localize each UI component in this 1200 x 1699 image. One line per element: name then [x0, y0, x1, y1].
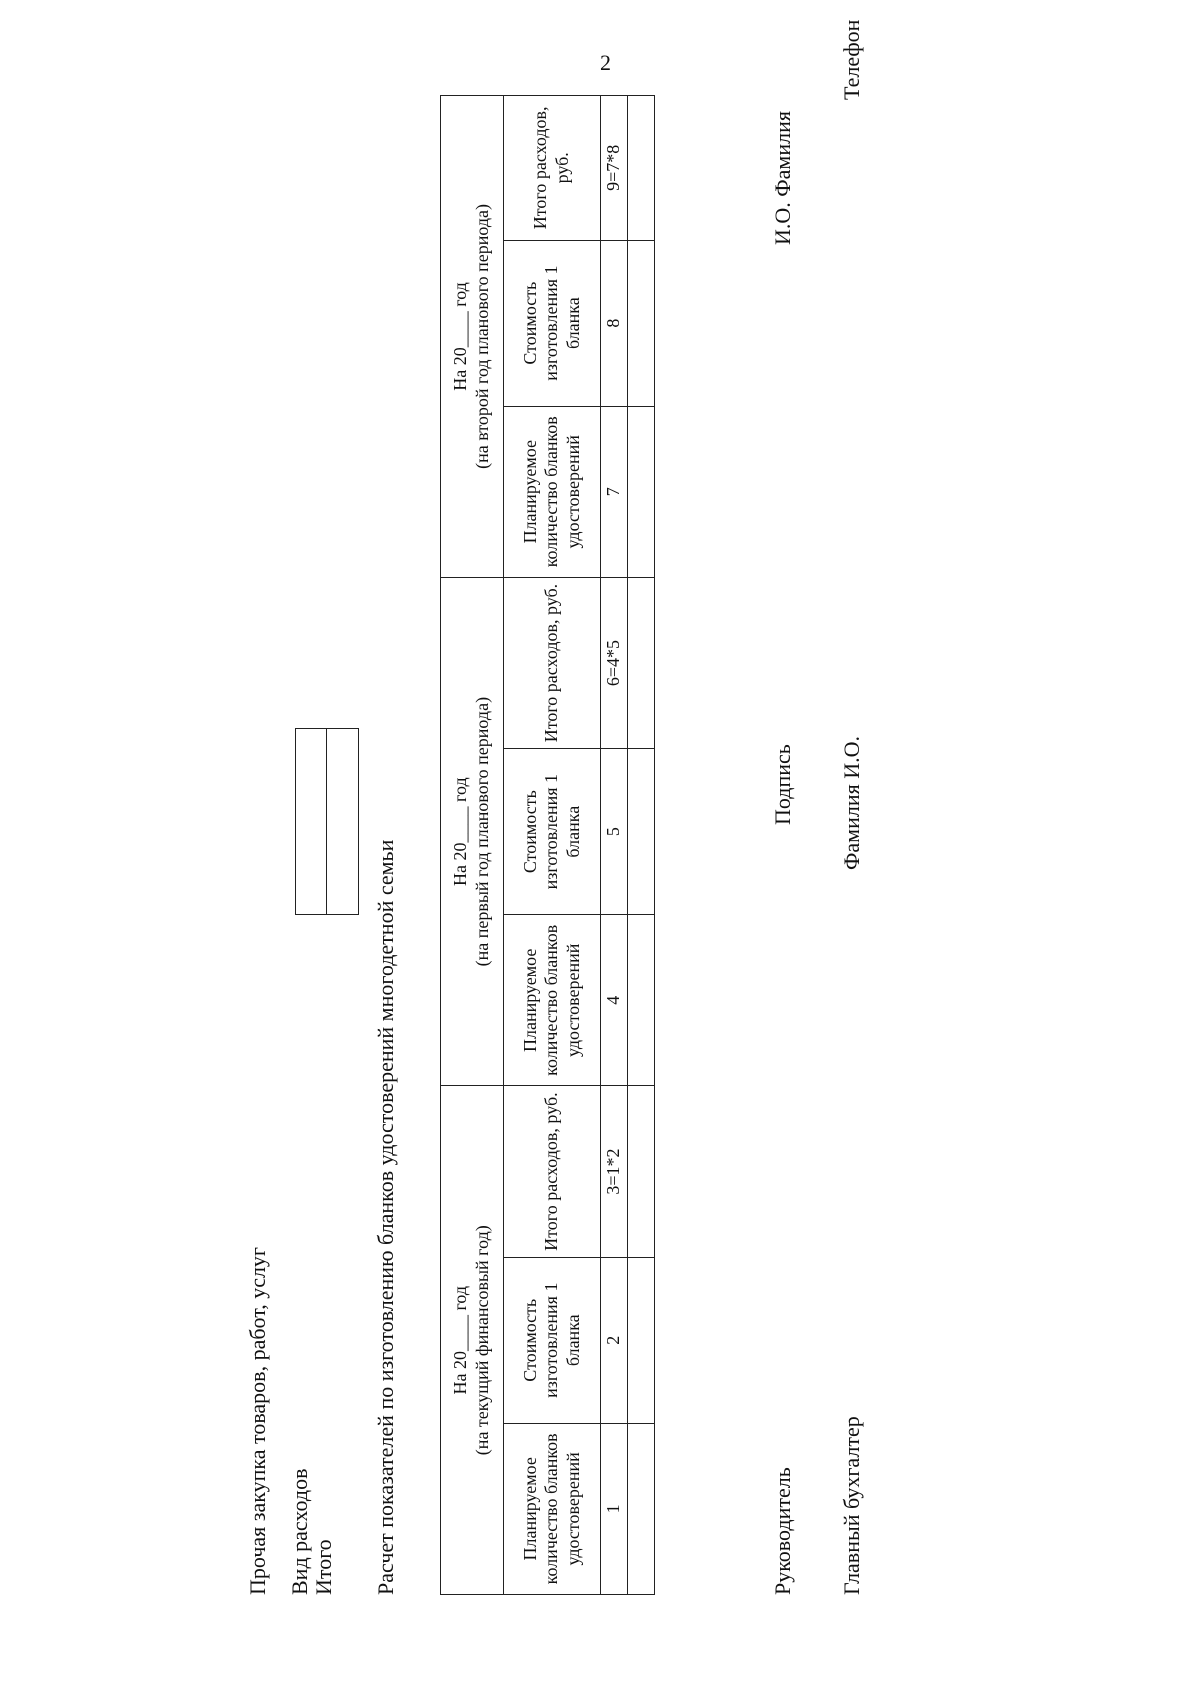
empty-cell: [627, 1085, 655, 1258]
column-number: 1: [600, 1423, 628, 1595]
col-header-total: Итого расходов, руб.: [503, 1085, 601, 1258]
signature-label: Подпись: [770, 744, 795, 825]
col-header-quantity: Планируемое количество бланков удостовер…: [503, 1423, 601, 1595]
phone-label: Телефон: [839, 19, 864, 100]
column-number: 7: [600, 406, 628, 578]
empty-cell: [627, 748, 655, 915]
empty-cell: [627, 240, 655, 407]
empty-cell: [627, 1257, 655, 1424]
column-number-row: 1 2 3=1*2 4 5 6=4*5 7 8 9=7*8: [600, 95, 628, 1595]
col-header-quantity: Планируемое количество бланков удостовер…: [503, 914, 601, 1086]
calculation-table: На 20____ год (на текущий финансовый год…: [440, 95, 655, 1595]
chief-accountant-name: Фамилия И.О.: [839, 736, 864, 870]
empty-cell: [627, 914, 655, 1086]
expense-type-label: Вид расходов: [287, 1468, 312, 1596]
group-header-first-plan-year: На 20____ год (на первый год планового п…: [440, 577, 504, 1086]
column-number: 5: [600, 748, 628, 915]
rotated-page-content: Прочая закупка товаров, работ, услуг Вид…: [245, 0, 885, 1625]
table-title: Расчет показателей по изготовлению бланк…: [373, 839, 398, 1595]
chief-accountant-label: Главный бухгалтер: [839, 1416, 864, 1595]
group-header-second-plan-year: На 20____ год (на второй год планового п…: [440, 95, 504, 578]
purchase-type-line: Прочая закупка товаров, работ, услуг: [245, 1247, 270, 1595]
col-header-quantity: Планируемое количество бланков удостовер…: [503, 406, 601, 578]
column-number: 9=7*8: [600, 95, 628, 241]
col-header-total: Итого расходов, руб.: [503, 577, 601, 749]
total-label: Итого: [311, 1539, 336, 1595]
empty-data-row: [627, 95, 655, 1595]
col-header-unit-cost: Стоимость изготовления 1 бланка: [503, 1257, 601, 1424]
column-number: 8: [600, 240, 628, 407]
col-header-unit-cost: Стоимость изготовления 1 бланка: [503, 748, 601, 915]
column-number: 2: [600, 1257, 628, 1424]
empty-cell: [627, 577, 655, 749]
expense-code-box: [295, 728, 359, 915]
column-number: 6=4*5: [600, 577, 628, 749]
group-header-current-year: На 20____ год (на текущий финансовый год…: [440, 1085, 504, 1595]
empty-cell: [627, 1423, 655, 1595]
page-number: 2: [600, 50, 611, 75]
table-subheader-row: Планируемое количество бланков удостовер…: [503, 95, 601, 1595]
head-name: И.О. Фамилия: [770, 111, 795, 245]
column-number: 3=1*2: [600, 1085, 628, 1258]
head-label: Руководитель: [770, 1467, 795, 1595]
column-number: 4: [600, 914, 628, 1086]
col-header-unit-cost: Стоимость изготовления 1 бланка: [503, 240, 601, 407]
empty-cell: [627, 95, 655, 241]
col-header-total: Итого расходов, руб.: [503, 95, 601, 241]
table-group-header-row: На 20____ год (на текущий финансовый год…: [440, 95, 504, 1595]
empty-cell: [627, 406, 655, 578]
